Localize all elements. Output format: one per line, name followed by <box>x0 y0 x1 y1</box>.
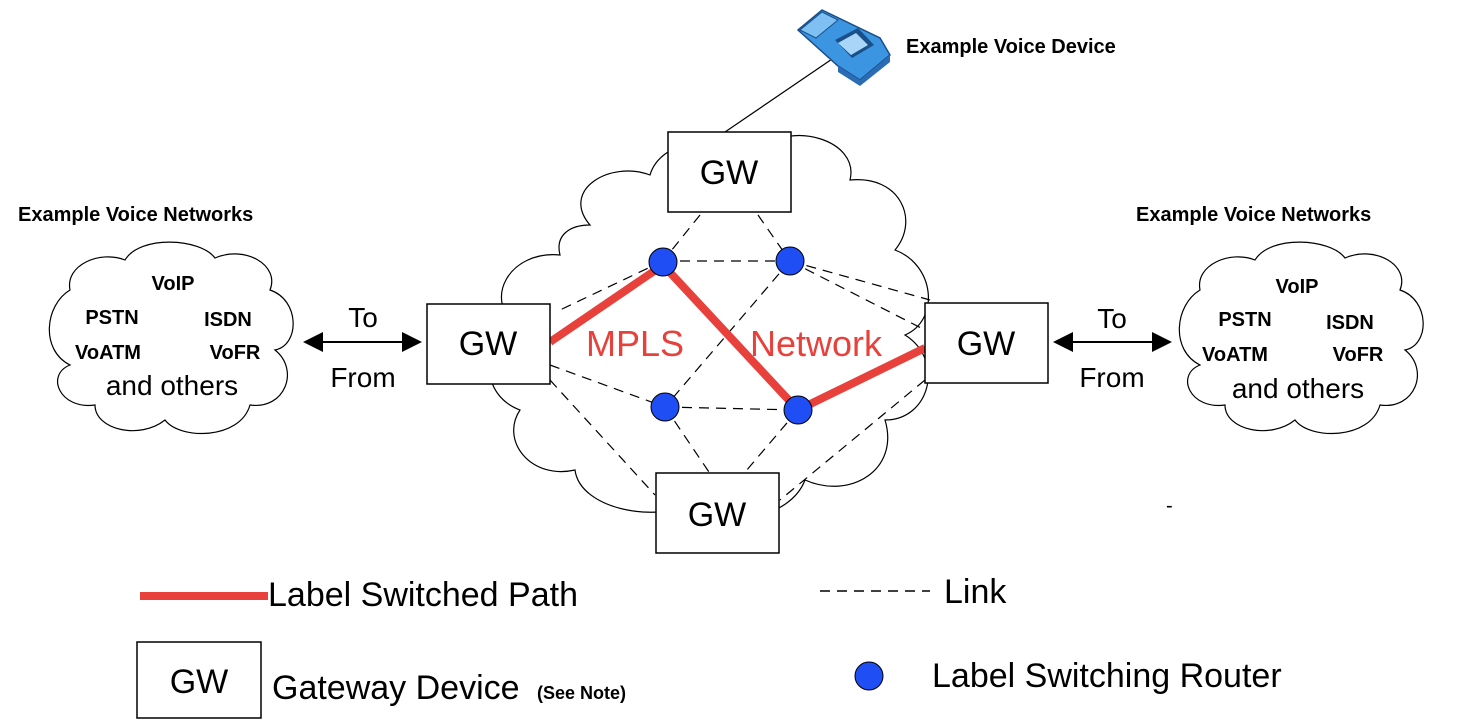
left-arrow-from: From <box>330 362 395 393</box>
right-network-voip: VoIP <box>1276 276 1319 298</box>
legend-gw-label-main: Gateway Device <box>272 669 520 707</box>
legend-lsp-label: Label Switched Path <box>268 576 578 614</box>
voice-device-label: Example Voice Device <box>906 36 1116 58</box>
router-node <box>783 395 813 425</box>
router-node <box>650 392 680 422</box>
legend: Label Switched Path Link GW Gateway Devi… <box>136 573 1282 719</box>
router-node <box>775 246 805 276</box>
phone-icon <box>796 9 891 86</box>
mpls-label-word1: MPLS <box>586 323 684 364</box>
left-network-isdn: ISDN <box>204 309 252 331</box>
phone-link <box>724 54 839 133</box>
gateway-bottom-label: GW <box>688 496 747 534</box>
dashed-links <box>549 214 931 501</box>
right-network-isdn: ISDN <box>1326 312 1374 334</box>
mpls-label-word2: Network <box>750 323 883 364</box>
gateway-right-label: GW <box>957 325 1016 363</box>
right-networks-title: Example Voice Networks <box>1136 204 1371 226</box>
legend-gw-label: Gateway Device (See Note) <box>272 669 626 707</box>
right-network-vofr: VoFR <box>1333 344 1384 366</box>
left-network-pstn: PSTN <box>85 307 138 329</box>
left-network-vofr: VoFR <box>210 342 261 364</box>
left-network-voatm: VoATM <box>75 342 141 364</box>
gateway-top: GW <box>667 131 792 213</box>
right-network-voatm: VoATM <box>1202 344 1268 366</box>
stray-mark: - <box>1166 495 1173 517</box>
legend-gw-box-label: GW <box>170 663 229 701</box>
gateway-top-label: GW <box>700 154 759 192</box>
gateway-right: GW <box>924 302 1049 384</box>
left-arrow-to: To <box>348 302 378 333</box>
legend-gw-box <box>136 641 262 719</box>
right-network-cloud <box>1178 241 1424 435</box>
left-network-cloud <box>48 241 294 435</box>
legend-link-label: Link <box>944 573 1007 611</box>
left-networks-title: Example Voice Networks <box>18 204 253 226</box>
right-arrow-to: To <box>1097 303 1127 334</box>
legend-gw-note: (See Note) <box>537 683 626 703</box>
label-switched-path <box>547 261 927 414</box>
legend-lsr-label: Label Switching Router <box>932 657 1282 695</box>
legend-lsr-swatch <box>854 661 884 691</box>
right-network-others: and others <box>1232 373 1364 404</box>
router-node <box>648 247 678 277</box>
left-network-others: and others <box>106 370 238 401</box>
right-network-pstn: PSTN <box>1218 309 1271 331</box>
routers <box>648 246 813 425</box>
gateway-bottom: GW <box>655 472 780 554</box>
left-network-voip: VoIP <box>152 273 195 295</box>
right-arrow-from: From <box>1079 362 1144 393</box>
gateway-left: GW <box>426 303 551 385</box>
gateway-left-label: GW <box>459 325 518 363</box>
